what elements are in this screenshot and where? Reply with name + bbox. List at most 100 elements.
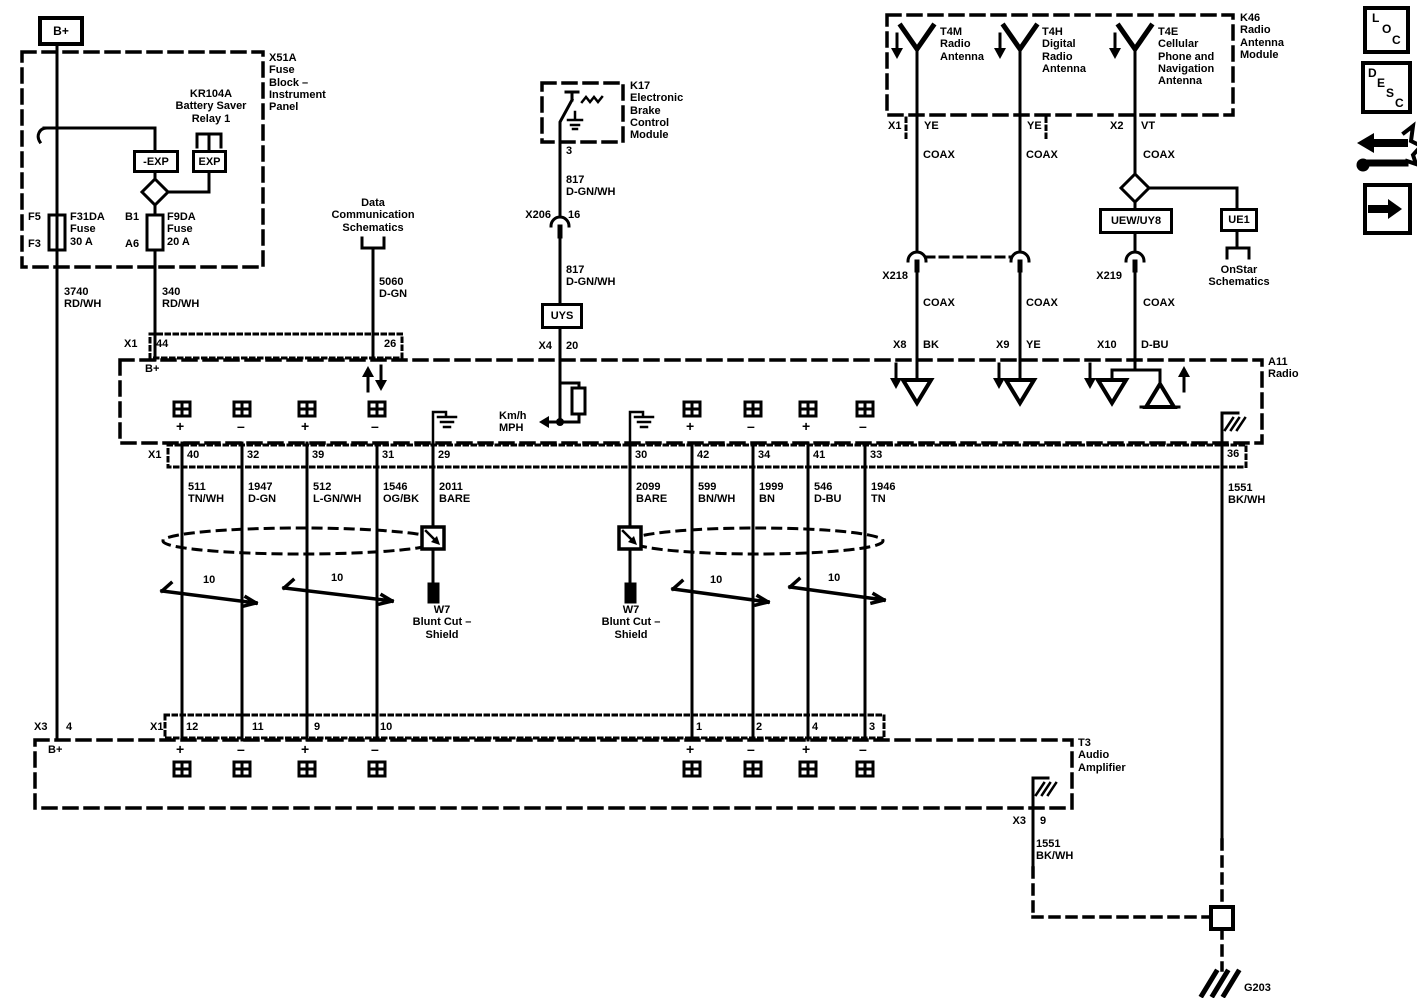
w7-blunt-cut-label: W7 Blunt Cut – Shield	[412, 604, 472, 641]
radio-pin: 31	[382, 449, 395, 461]
wire-label: 546 D-BU	[814, 481, 842, 506]
exp-minus-box: -EXP	[133, 150, 179, 173]
wire-label: 1947 D-GN	[248, 481, 277, 506]
serial-data-arrows	[360, 364, 389, 393]
t4h-label: T4H Digital Radio Antenna	[1042, 26, 1086, 75]
radio-pin: 42	[697, 449, 710, 461]
x206-label: X206	[525, 209, 551, 221]
amp-pin4: 4	[66, 721, 73, 733]
polarity: +	[686, 741, 695, 757]
radio-pin36: 36	[1227, 448, 1240, 460]
amp-name-label: T3 Audio Amplifier	[1078, 737, 1126, 774]
g203-label: G203	[1244, 982, 1271, 994]
ant-ye2-label: YE	[1027, 120, 1042, 132]
x4-pin20: 20	[566, 340, 579, 352]
radio-pin: 39	[312, 449, 325, 461]
fuse2-pin-top: B1	[125, 211, 140, 223]
fuse1-pin-bottom: F3	[28, 238, 41, 250]
connector-strips	[148, 116, 1248, 740]
ye3-label: YE	[1026, 339, 1041, 351]
coax-label: COAX	[1143, 149, 1175, 161]
radio-antenna-inputs	[888, 358, 1192, 409]
twist-count: 10	[710, 574, 723, 586]
k17-box	[540, 81, 625, 144]
k17-label: K17 Electronic Brake Control Module	[630, 80, 684, 142]
k17-wiring	[539, 90, 604, 428]
x4-label: X4	[538, 340, 552, 352]
wire-817-upper-label: 817 D-GN/WH	[566, 174, 616, 199]
polarity: –	[371, 418, 379, 434]
ant-x1-label: X1	[888, 120, 902, 132]
loc-letter: L	[1372, 11, 1380, 25]
desc-letter: D	[1368, 66, 1377, 80]
ant-ye1-label: YE	[924, 120, 939, 132]
polarity: +	[301, 741, 310, 757]
next-arrow-button[interactable]	[1363, 183, 1412, 235]
k46-label: K46 Radio Antenna Module	[1240, 12, 1284, 61]
coax-label: COAX	[1143, 297, 1175, 309]
polarity: +	[301, 418, 310, 434]
x10-label: X10	[1097, 339, 1117, 351]
twist-count: 10	[331, 572, 344, 584]
wire-1551-amp-label: 1551 BK/WH	[1036, 838, 1074, 863]
radio-grounds	[431, 410, 1247, 445]
desc-letter: C	[1395, 96, 1404, 110]
radio-pin26: 26	[384, 338, 397, 350]
radio-conn-bottom-label: X1	[148, 449, 162, 461]
x219-label: X219	[1096, 270, 1122, 282]
data-comm-label: Data Communication Schematics	[331, 197, 415, 234]
polarity: –	[859, 418, 867, 434]
amp-pin: 1	[696, 721, 703, 733]
wire-label: 1999 BN	[759, 481, 784, 506]
toolbar-icons	[1356, 6, 1417, 235]
wire-label: 2099 BARE	[636, 481, 668, 506]
uys-rpo-box: UYS	[541, 303, 583, 329]
onstar-offpage	[1225, 229, 1251, 260]
polarity: –	[747, 741, 755, 757]
radio-pin: 29	[438, 449, 451, 461]
desc-letter: S	[1386, 86, 1395, 100]
wire-340-label: 340 RD/WH	[162, 286, 200, 311]
amp-pin: 11	[252, 721, 264, 733]
loc-letter: O	[1382, 22, 1392, 36]
wire-5060-label: 5060 D-GN	[379, 276, 408, 301]
twist-count: 10	[203, 574, 216, 586]
polarity: +	[802, 741, 811, 757]
antenna-wiring	[889, 22, 1251, 362]
radio-conn-top-label: X1	[124, 338, 138, 350]
amp-gnd-x3-label: X3	[1012, 815, 1026, 827]
loc-button[interactable]	[1363, 6, 1410, 54]
rf-flow-arrows	[888, 362, 1192, 393]
wire-label: 2011 BARE	[439, 481, 471, 506]
k46-box	[885, 13, 1235, 117]
onstar-label: OnStar Schematics	[1208, 264, 1270, 289]
exp-box: EXP	[192, 150, 227, 173]
left-arrowhead	[539, 416, 549, 428]
polarity: –	[371, 741, 379, 757]
wire-label: 599 BN/WH	[698, 481, 736, 506]
amp-connector-strip	[163, 713, 886, 740]
amp-x3-label: X3	[34, 721, 48, 733]
fuse1-pin-top: F5	[28, 211, 41, 223]
splice-symbol	[1209, 905, 1235, 931]
amp-bplus-label: B+	[48, 744, 63, 756]
coax-label: COAX	[923, 297, 955, 309]
twist-count: 10	[828, 572, 841, 584]
antenna-pin-ticks	[904, 116, 1048, 143]
w7-blunt-cut-label: W7 Blunt Cut – Shield	[601, 604, 661, 641]
ue1-rpo-box: UE1	[1220, 208, 1258, 232]
ant-vt-label: VT	[1141, 120, 1156, 132]
x9-label: X9	[996, 339, 1010, 351]
desc-button[interactable]	[1361, 61, 1412, 114]
flow-arrows-icon[interactable]	[1356, 121, 1417, 172]
speed-signal-label: Km/h MPH	[499, 410, 527, 435]
wire-817-lower-label: 817 D-GN/WH	[566, 264, 616, 289]
polarity: –	[859, 741, 867, 757]
g203-symbol	[1198, 968, 1242, 998]
wire-label: 512 L-GN/WH	[313, 481, 362, 506]
amp-pin: 10	[380, 721, 393, 733]
polarity: –	[237, 418, 245, 434]
junction-dot	[556, 418, 564, 426]
polarity: +	[176, 741, 185, 757]
